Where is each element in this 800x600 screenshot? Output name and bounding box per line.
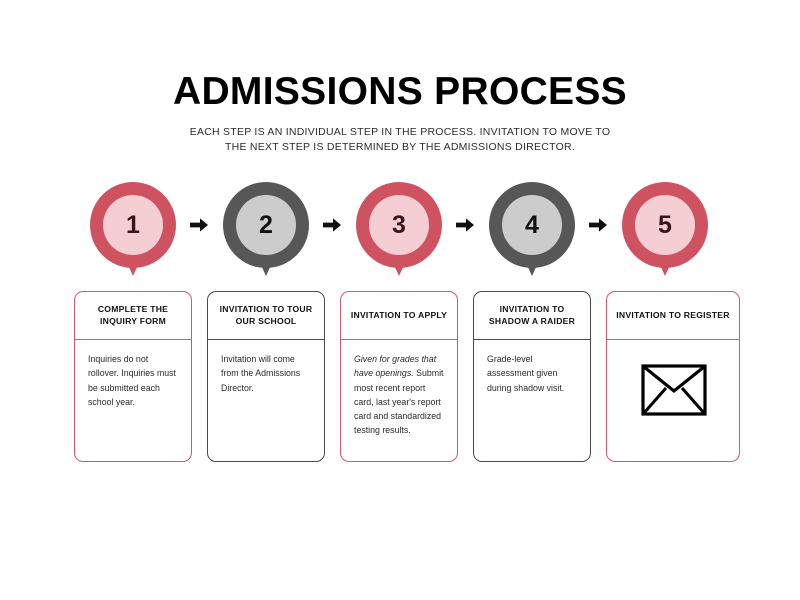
step-card-header: INVITATION TO APPLY xyxy=(341,292,457,340)
arrow-right-icon xyxy=(188,216,210,234)
step-card-body: Grade-level assessment given during shad… xyxy=(474,340,590,461)
step-marker-2[interactable]: 2 xyxy=(223,182,309,282)
step-card-header: INVITATION TO SHADOW A RAIDER xyxy=(474,292,590,340)
page-title: ADMISSIONS PROCESS xyxy=(173,70,627,113)
step-marker-4[interactable]: 4 xyxy=(489,182,575,282)
step-card-4[interactable]: INVITATION TO SHADOW A RAIDER Grade-level… xyxy=(473,291,591,462)
step-card-2[interactable]: INVITATION TO TOUR OUR SCHOOL Invitation … xyxy=(207,291,325,462)
step-card-text-main: Invitation will come from the Admissions… xyxy=(221,354,301,393)
step-card-1[interactable]: COMPLETE THE INQUIRY FORM Inquiries do no… xyxy=(74,291,192,462)
step-number: 1 xyxy=(103,195,163,255)
step-markers-row: 1 2 3 4 5 xyxy=(75,182,725,282)
step-card-title: INVITATION TO SHADOW A RAIDER xyxy=(488,303,576,326)
envelope-icon xyxy=(641,364,707,416)
step-marker-circle: 2 xyxy=(223,182,309,268)
page-header: ADMISSIONS PROCESS EACH STEP IS AN INDIV… xyxy=(0,70,800,155)
step-card-body: Invitation will come from the Admissions… xyxy=(208,340,324,461)
step-marker-circle: 1 xyxy=(90,182,176,268)
step-marker-circle: 5 xyxy=(622,182,708,268)
step-card-title: COMPLETE THE INQUIRY FORM xyxy=(97,303,169,326)
step-number: 3 xyxy=(369,195,429,255)
page-subtitle: EACH STEP IS AN INDIVIDUAL STEP IN THE P… xyxy=(189,125,611,153)
step-card-header: COMPLETE THE INQUIRY FORM xyxy=(75,292,191,340)
step-marker-circle: 4 xyxy=(489,182,575,268)
step-card-text: Given for grades that have openings. Sub… xyxy=(354,352,446,438)
step-card-text-main: Inquiries do not rollover. Inquiries mus… xyxy=(88,354,177,407)
step-card-text-main: Submit most recent report card, last yea… xyxy=(354,368,444,436)
step-card-title: INVITATION TO TOUR OUR SCHOOL xyxy=(219,303,313,326)
step-card-3[interactable]: INVITATION TO APPLY Given for grades that… xyxy=(340,291,458,462)
step-card-title: INVITATION TO REGISTER xyxy=(616,309,730,320)
arrow-right-icon xyxy=(321,216,343,234)
step-number: 2 xyxy=(236,195,296,255)
step-number: 4 xyxy=(502,195,562,255)
step-number: 5 xyxy=(635,195,695,255)
step-card-text: Invitation will come from the Admissions… xyxy=(221,352,313,395)
step-card-header: INVITATION TO REGISTER xyxy=(607,292,739,340)
step-card-header: INVITATION TO TOUR OUR SCHOOL xyxy=(208,292,324,340)
step-card-body: Inquiries do not rollover. Inquiries mus… xyxy=(75,340,191,461)
arrow-right-icon xyxy=(587,216,609,234)
step-marker-5[interactable]: 5 xyxy=(622,182,708,282)
arrow-right-icon xyxy=(454,216,476,234)
step-card-body: Given for grades that have openings. Sub… xyxy=(341,340,457,461)
step-marker-3[interactable]: 3 xyxy=(356,182,442,282)
step-card-5[interactable]: INVITATION TO REGISTER xyxy=(606,291,740,462)
step-card-body xyxy=(607,340,739,461)
step-card-text-main: Grade-level assessment given during shad… xyxy=(487,354,565,393)
step-cards-row: COMPLETE THE INQUIRY FORM Inquiries do no… xyxy=(74,291,740,463)
step-card-text: Inquiries do not rollover. Inquiries mus… xyxy=(88,352,180,409)
step-card-text: Grade-level assessment given during shad… xyxy=(487,352,579,395)
step-card-text-emphasis: Given for grades that have openings. xyxy=(354,354,437,379)
step-card-title: INVITATION TO APPLY xyxy=(350,309,448,320)
step-marker-circle: 3 xyxy=(356,182,442,268)
step-marker-1[interactable]: 1 xyxy=(90,182,176,282)
